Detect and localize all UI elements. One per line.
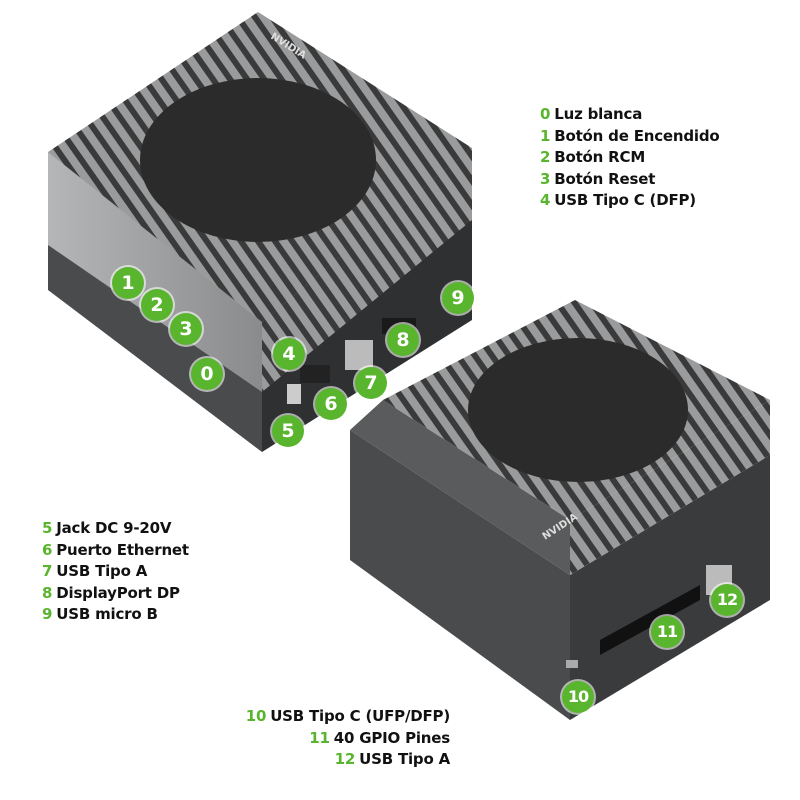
marker-6: 6: [315, 388, 347, 420]
marker-12: 12: [711, 584, 743, 616]
marker-2: 2: [141, 289, 173, 321]
legend-num: 8: [42, 583, 53, 602]
legend-num: 10: [245, 707, 267, 725]
legend-num: 7: [42, 562, 53, 580]
device-front-view: NVIDIA: [48, 12, 472, 452]
device-rear-view: NVIDIA: [350, 300, 770, 720]
legend-label: USB micro B: [56, 605, 158, 623]
marker-8: 8: [387, 324, 419, 356]
legend-num: 11: [309, 728, 330, 747]
legend-num: 9: [42, 605, 53, 623]
legend-label: USB Tipo A: [359, 750, 450, 768]
legend-num: 6: [42, 540, 53, 559]
legend-label: Puerto Ethernet: [56, 540, 189, 559]
legend-num: 12: [334, 750, 356, 768]
marker-10: 10: [562, 681, 594, 713]
legend-label: USB Tipo C (DFP): [554, 191, 696, 209]
legend-label: Botón RCM: [554, 148, 646, 166]
marker-5: 5: [272, 415, 304, 447]
marker-7: 7: [355, 367, 387, 399]
legend-label: 40 GPIO Pines: [333, 728, 450, 747]
legend-num: 3: [540, 169, 551, 188]
legend-label: Luz blanca: [554, 105, 643, 123]
marker-11: 11: [651, 616, 683, 648]
legend-num: 5: [42, 519, 53, 537]
marker-9: 9: [442, 282, 474, 314]
marker-1: 1: [112, 267, 144, 299]
marker-3: 3: [170, 313, 202, 345]
legend-num: 0: [540, 105, 551, 123]
legend-label: Botón Reset: [554, 169, 656, 188]
legend-num: 1: [540, 126, 551, 145]
marker-4: 4: [273, 338, 305, 370]
legend-label: Botón de Encendido: [554, 126, 720, 145]
legend-num: 2: [540, 148, 551, 166]
legend-label: Jack DC 9-20V: [56, 519, 172, 537]
marker-0: 0: [191, 358, 223, 390]
legend-label: USB Tipo A: [56, 562, 148, 580]
legend-label: DisplayPort DP: [56, 583, 180, 602]
legend-label: USB Tipo C (UFP/DFP): [270, 707, 450, 725]
legend-num: 4: [540, 191, 551, 209]
